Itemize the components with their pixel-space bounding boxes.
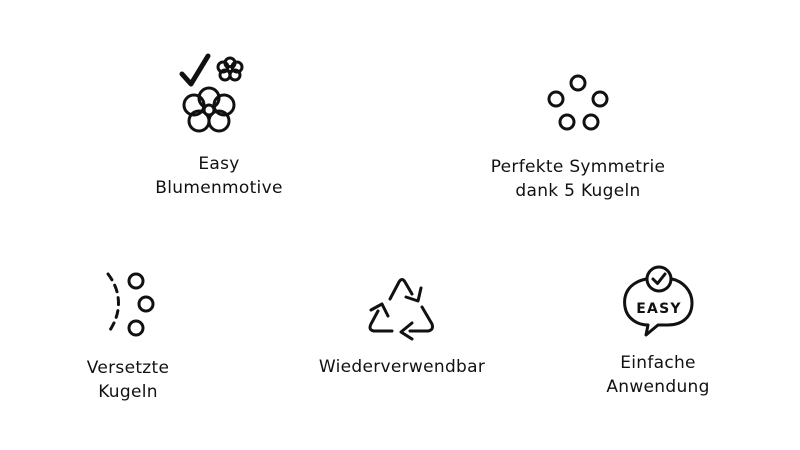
feature-label: Easy Blumenmotive: [119, 152, 319, 200]
label-line: Perfekte Symmetrie: [490, 157, 666, 177]
label-line: Anwendung: [606, 377, 710, 397]
easy-badge-text: EASY: [636, 301, 681, 317]
flower-check-icon: [179, 53, 244, 133]
feature-easy-application: EASY Einfache Anwendung: [578, 265, 738, 399]
label-line: Easy: [198, 154, 240, 174]
feature-reusable: Wiederverwendbar: [290, 275, 514, 379]
offset-beads-icon: [106, 272, 155, 337]
label-line: Wiederverwendbar: [318, 357, 486, 377]
label-line: Einfache: [620, 353, 696, 373]
label-line: Blumenmotive: [155, 178, 283, 198]
label-line: Versetzte: [86, 358, 170, 378]
feature-easy-flower-motifs: Easy Blumenmotive: [119, 52, 319, 200]
feature-label: Wiederverwendbar: [290, 355, 514, 379]
feature-label: Einfache Anwendung: [578, 351, 738, 399]
feature-label: Versetzte Kugeln: [48, 356, 208, 404]
label-line: dank 5 Kugeln: [515, 181, 641, 201]
label-line: Kugeln: [98, 382, 158, 402]
easy-speech-bubble-icon: EASY: [623, 265, 694, 337]
recycle-icon: [368, 278, 434, 341]
five-circles-icon: [547, 74, 609, 131]
feature-offset-beads: Versetzte Kugeln: [48, 270, 208, 404]
feature-label: Perfekte Symmetrie dank 5 Kugeln: [453, 155, 703, 203]
feature-perfect-symmetry: Perfekte Symmetrie dank 5 Kugeln: [453, 72, 703, 203]
